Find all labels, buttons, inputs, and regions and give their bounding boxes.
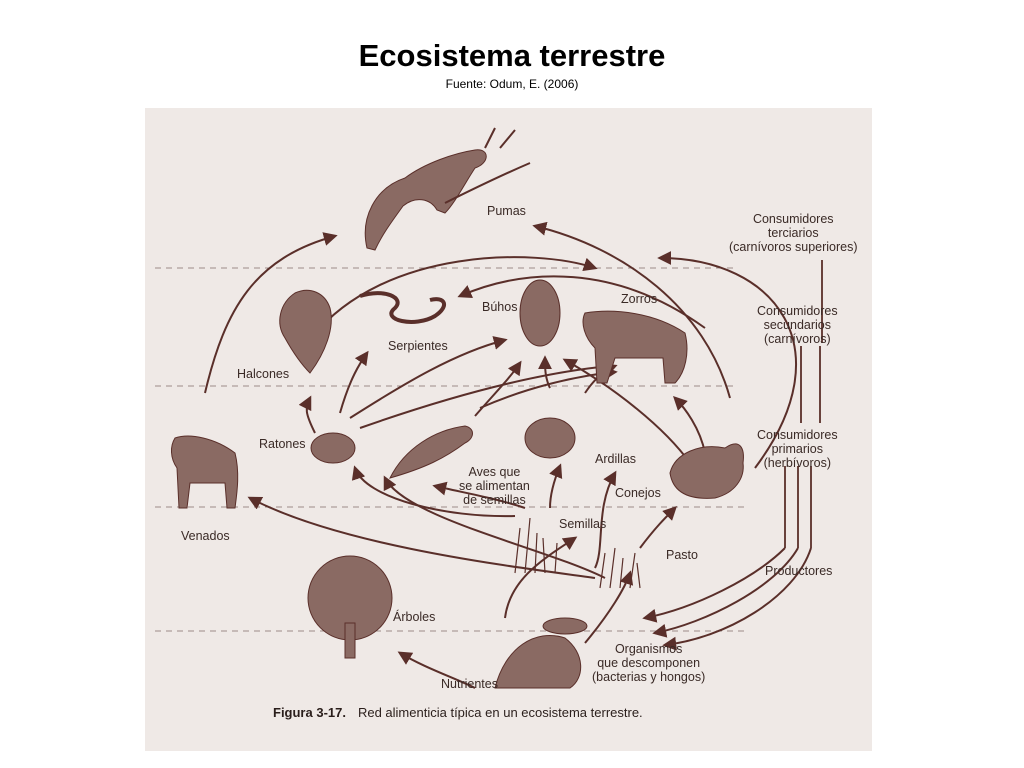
arrow-pasto-venados [247, 496, 596, 579]
arrow-conejos-buhos [562, 358, 691, 464]
arrow-secundarios-descomp [652, 547, 799, 638]
level-productores: Productores [765, 564, 833, 578]
arrow-conejos-zorros [673, 396, 706, 454]
level-lines [784, 260, 823, 548]
arrow-nutrientes-semillas [504, 536, 578, 619]
branch-drawing [444, 127, 531, 204]
label-venados: Venados [181, 529, 230, 543]
arrow-halcones-zorros [312, 256, 598, 337]
serpiente-drawing [359, 291, 446, 324]
arrow-conejos-zorros-top [657, 251, 797, 469]
arrow-ratones-serpientes [339, 350, 369, 414]
page-subtitle: Fuente: Odum, E. (2006) [445, 77, 579, 91]
page-title: Ecosistema terrestre [358, 38, 666, 73]
level-separators [155, 267, 745, 632]
label-zorros: Zorros [621, 292, 658, 306]
label-nutrientes: Nutrientes [441, 677, 498, 691]
label-arboles: Árboles [393, 610, 436, 624]
venado-drawing [171, 435, 239, 509]
arrow-semillas-ratones [351, 465, 516, 518]
halcon-drawing [279, 289, 332, 374]
label-pumas: Pumas [487, 204, 526, 218]
label-ardillas: Ardillas [595, 452, 636, 466]
arrow-aves-buhos [474, 360, 522, 417]
arbol-tronco-drawing [344, 622, 356, 659]
label-halcones: Halcones [237, 367, 290, 381]
arrow-ardillas-buhos [538, 355, 553, 389]
hongo-drawing [542, 617, 588, 635]
arrow-pasto-ardillas [594, 470, 617, 569]
label-conejos: Conejos [615, 486, 661, 500]
label-aves: Aves que se alimentan de semillas [459, 465, 530, 507]
arrow-ratones-halcones [298, 395, 316, 434]
ardilla-drawing [524, 417, 576, 459]
figure-caption: Figura 3-17. Red alimenticia típica en un… [273, 705, 643, 720]
arrow-conejos-serpientes [457, 275, 706, 329]
level-primarios: Consumidores primarios (herbívoros) [757, 428, 838, 470]
puma-drawing [364, 149, 487, 251]
semillas-plant [514, 517, 558, 574]
arrow-venados-pumas [204, 232, 338, 394]
buho-drawing [519, 279, 561, 347]
ave-drawing [389, 425, 473, 479]
food-web-diagram [155, 127, 823, 689]
level-secundarios: Consumidores secundarios (carnívoros) [757, 304, 838, 346]
pasto-plant [599, 547, 641, 589]
plant-drawings [514, 517, 641, 589]
animal-drawings [171, 127, 744, 689]
arrow-ratones-zorros [359, 360, 613, 429]
arrow-zorros-pumas [532, 221, 731, 399]
zorro-drawing [582, 310, 688, 384]
label-buhos: Búhos [482, 300, 518, 314]
arrow-nutrientes-arboles [397, 651, 476, 689]
arrow-primarios-descomp [642, 547, 786, 623]
caption-text: Red alimenticia típica en un ecosistema … [357, 705, 643, 720]
arrow-ratones-buhos [349, 336, 508, 419]
label-pasto: Pasto [666, 548, 698, 562]
label-ratones: Ratones [259, 437, 306, 451]
arrow-semillas-ardillas [549, 463, 563, 509]
caption-number: Figura 3-17. [273, 705, 346, 720]
label-semillas: Semillas [559, 517, 607, 531]
arrow-semillas-aves [432, 481, 526, 509]
arrow-pasto-ratones [383, 475, 606, 579]
raton-drawing [310, 432, 356, 464]
conejo-drawing [669, 443, 744, 499]
level-terciarios: Consumidores terciarios (carnívoros supe… [729, 212, 858, 254]
label-serpientes: Serpientes [388, 339, 448, 353]
arrow-pasto-conejos [639, 506, 677, 549]
level-descomponedores: Organismos que descomponen (bacterias y … [592, 642, 706, 684]
arrow-terciarios-descomp [662, 547, 812, 651]
hongos-base-drawing [494, 634, 582, 689]
arrow-descomp-pasto [584, 570, 634, 644]
food-web-figure: Pumas Halcones Serpientes Búhos Zorros V… [145, 108, 872, 751]
